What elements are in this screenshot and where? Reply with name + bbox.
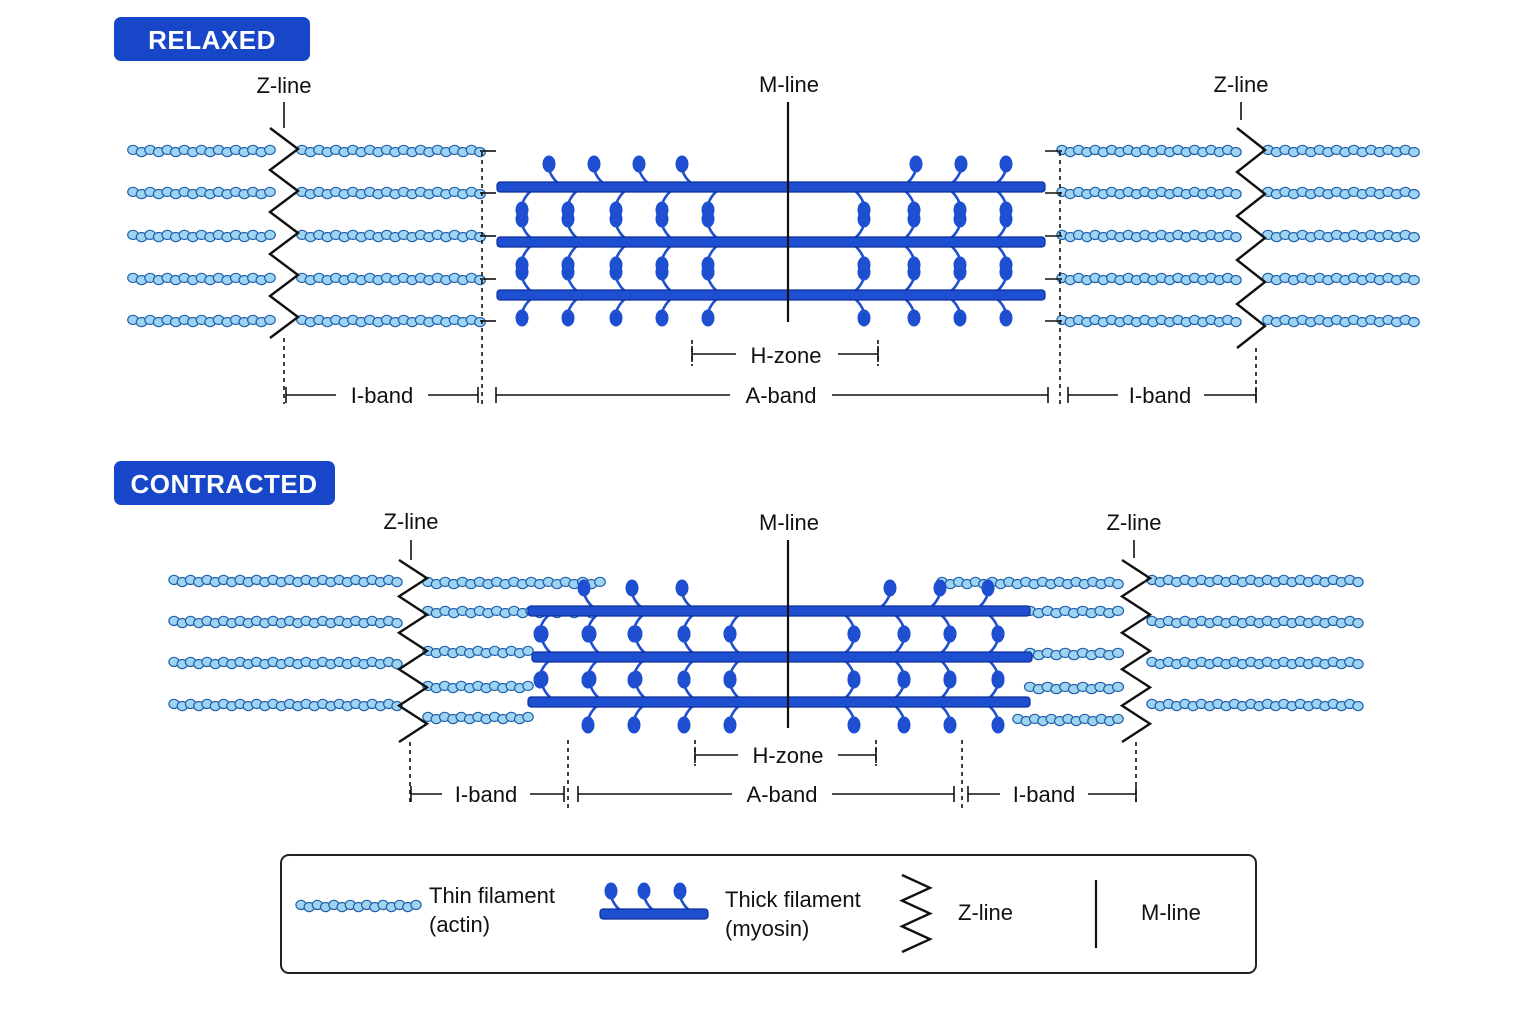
relaxed-actin-inner-left-2 (296, 229, 486, 243)
contracted-i-band-left-label: I-band (455, 782, 517, 807)
contracted-z-line-right-label: Z-line (1106, 510, 1161, 535)
contracted-actin-outer-left-0 (168, 574, 403, 588)
relaxed-a-band-dimension (495, 387, 1049, 403)
relaxed-myosin-1 (496, 210, 1046, 274)
contracted-z-line-left (396, 558, 430, 744)
relaxed-actin-outer-right-4 (1262, 314, 1420, 328)
legend-thick-filament-label: Thick filament (725, 887, 861, 912)
relaxed-actin-inner-right-4 (1056, 314, 1242, 328)
relaxed-badge-label: RELAXED (148, 25, 276, 55)
relaxed-i-band-right-dimension (1067, 387, 1257, 403)
relaxed-actin-outer-left-0 (127, 144, 276, 158)
relaxed-z-line-left-label: Z-line (256, 73, 311, 98)
contracted-actin-inner-right-3 (1023, 681, 1125, 695)
legend-thick-filament-sub: (myosin) (725, 916, 809, 941)
relaxed-myosin-2 (496, 263, 1046, 327)
relaxed-actin-outer-left-3 (127, 272, 276, 286)
relaxed-actin-outer-right-0 (1262, 144, 1420, 158)
filament-layer (127, 144, 1420, 734)
relaxed-badge (114, 17, 310, 61)
relaxed-actin-inner-right-2 (1056, 229, 1242, 243)
legend-symbols (295, 873, 1098, 954)
contracted-actin-inner-left-2 (422, 645, 534, 659)
contracted-actin-inner-left-3 (422, 680, 534, 694)
structure-lines (268, 102, 1267, 808)
relaxed-actin-inner-right-3 (1056, 272, 1242, 286)
contracted-badge-label: CONTRACTED (131, 469, 318, 499)
relaxed-actin-inner-right-0 (1056, 144, 1242, 158)
contracted-actin-inner-right-2 (1023, 647, 1125, 661)
contracted-actin-outer-right-2 (1146, 656, 1364, 670)
contracted-actin-outer-right-1 (1146, 615, 1364, 629)
relaxed-actin-outer-left-2 (127, 229, 276, 243)
relaxed-actin-inner-left-1 (296, 186, 486, 200)
relaxed-a-band-label: A-band (746, 383, 817, 408)
contracted-z-line-right (1119, 558, 1153, 744)
contracted-m-line-label: M-line (759, 510, 819, 535)
relaxed-i-band-right-label: I-band (1129, 383, 1191, 408)
legend-m-line-label: M-line (1141, 900, 1201, 925)
relaxed-h-zone-label: H-zone (751, 343, 822, 368)
relaxed-i-band-left-label: I-band (351, 383, 413, 408)
contracted-actin-outer-right-0 (1146, 574, 1364, 588)
relaxed-actin-inner-left-4 (296, 314, 486, 328)
legend-myosin-symbol (599, 882, 709, 920)
relaxed-actin-inner-left-3 (296, 272, 486, 286)
legend-z-line-symbol (899, 873, 933, 954)
contracted-actin-inner-left-0 (422, 576, 606, 590)
contracted-badge (114, 461, 335, 505)
contracted-actin-outer-left-2 (168, 656, 403, 670)
legend-thin-filament-sub: (actin) (429, 912, 490, 937)
relaxed-actin-outer-left-1 (127, 186, 276, 200)
contracted-z-line-left-label: Z-line (383, 509, 438, 534)
relaxed-m-line-label: M-line (759, 72, 819, 97)
contracted-myosin-1 (531, 625, 1033, 689)
relaxed-z-line-right-label: Z-line (1213, 72, 1268, 97)
contracted-actin-outer-right-3 (1146, 698, 1364, 712)
contracted-i-band-right-dimension (967, 786, 1137, 802)
legend-thin-filament-label: Thin filament (429, 883, 555, 908)
relaxed-z-line-right (1235, 127, 1267, 349)
contracted-i-band-left-dimension (410, 786, 565, 802)
contracted-myosin-2 (527, 670, 1031, 734)
contracted-actin-inner-right-1 (1023, 605, 1125, 619)
relaxed-actin-inner-left-0 (296, 144, 486, 158)
contracted-actin-outer-left-1 (168, 615, 403, 629)
contracted-actin-inner-right-4 (1012, 713, 1124, 727)
legend-z-line-label: Z-line (958, 900, 1013, 925)
relaxed-myosin-0 (496, 155, 1046, 219)
contracted-actin-inner-right-0 (936, 576, 1124, 590)
relaxed-z-line-left (268, 127, 300, 339)
legend-actin-symbol (295, 899, 422, 913)
relaxed-actin-outer-right-1 (1262, 186, 1420, 200)
relaxed-actin-outer-left-4 (127, 314, 276, 328)
relaxed-actin-outer-right-3 (1262, 272, 1420, 286)
contracted-i-band-right-label: I-band (1013, 782, 1075, 807)
relaxed-actin-outer-right-2 (1262, 229, 1420, 243)
contracted-actin-outer-left-3 (168, 698, 403, 712)
relaxed-actin-inner-right-1 (1056, 186, 1242, 200)
contracted-a-band-dimension (577, 786, 955, 802)
contracted-h-zone-label: H-zone (753, 743, 824, 768)
contracted-actin-inner-left-4 (422, 711, 534, 725)
relaxed-i-band-left-dimension (285, 387, 479, 403)
legend-box (280, 854, 1257, 974)
contracted-a-band-label: A-band (747, 782, 818, 807)
